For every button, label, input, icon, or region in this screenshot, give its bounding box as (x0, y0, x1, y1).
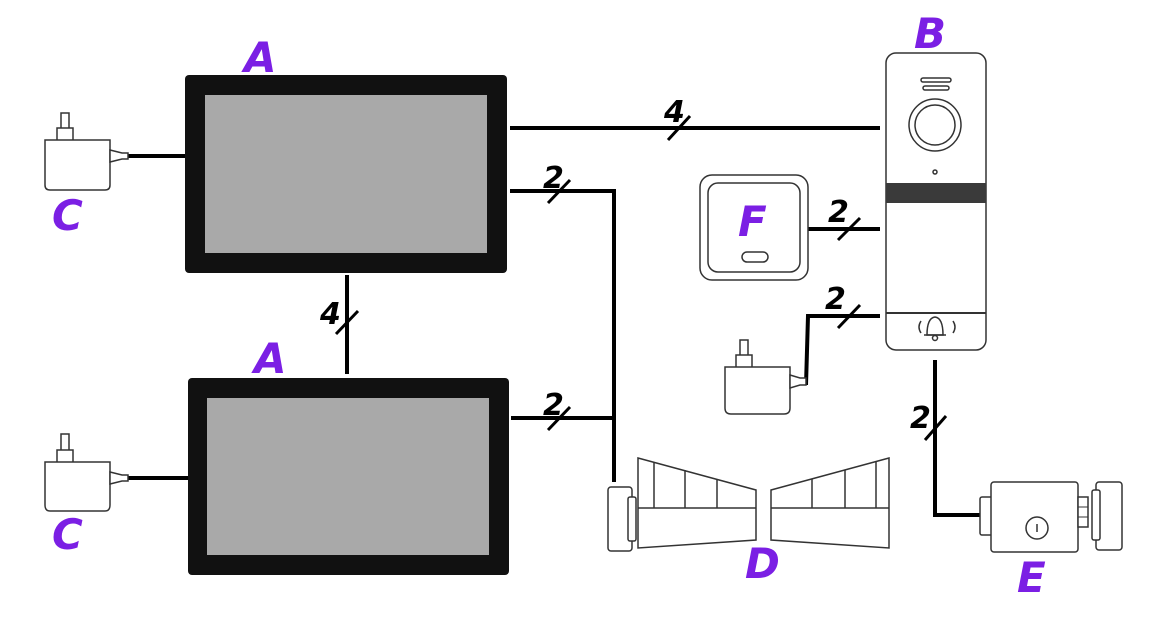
power-adapter-2 (44, 433, 129, 512)
bell-icon[interactable] (918, 316, 956, 342)
label-lock: E (1017, 553, 1046, 602)
power-adapter-3 (724, 339, 807, 415)
wire-count-monitor2-gate: 2 (543, 388, 564, 423)
monitor-2 (188, 378, 509, 575)
card-reader (699, 174, 809, 281)
wire-count-monitor1-gate: 2 (543, 161, 564, 196)
monitor-screen (205, 95, 487, 253)
wire-panel-lock (933, 360, 980, 517)
wire-slash (923, 415, 948, 441)
wire-slash (334, 309, 360, 336)
monitor-screen (207, 398, 489, 555)
label-monitor-2: A (251, 334, 287, 383)
wire-slash (546, 405, 572, 432)
wire-monitor1-gate (510, 189, 616, 482)
label-call-panel: B (914, 9, 946, 58)
camera-icon (908, 98, 962, 152)
monitor-1 (185, 75, 507, 273)
wire-slash (546, 178, 572, 205)
electric-lock (979, 481, 1123, 553)
label-monitor-1: A (241, 33, 277, 82)
wire-count-panel-lock: 2 (910, 401, 931, 436)
wire-count-reader-panel: 2 (828, 195, 849, 230)
power-adapter-1 (44, 112, 129, 191)
wire-slash (836, 216, 862, 242)
wire-slash (836, 303, 862, 330)
gate-barrier (607, 457, 890, 552)
wire-slash (666, 114, 692, 142)
wire-count-adapter-panel: 2 (825, 282, 846, 317)
wire-count-monitor-panel: 4 (663, 95, 685, 130)
wire-count-monitor-monitor: 4 (319, 297, 341, 332)
label-adapter-1: C (52, 191, 83, 240)
wires (128, 114, 980, 517)
call-panel (885, 52, 987, 351)
label-adapter-2: C (52, 510, 83, 559)
wire-adapter-panel (804, 314, 880, 386)
label-gate: D (745, 539, 780, 588)
label-reader: F (738, 197, 767, 246)
